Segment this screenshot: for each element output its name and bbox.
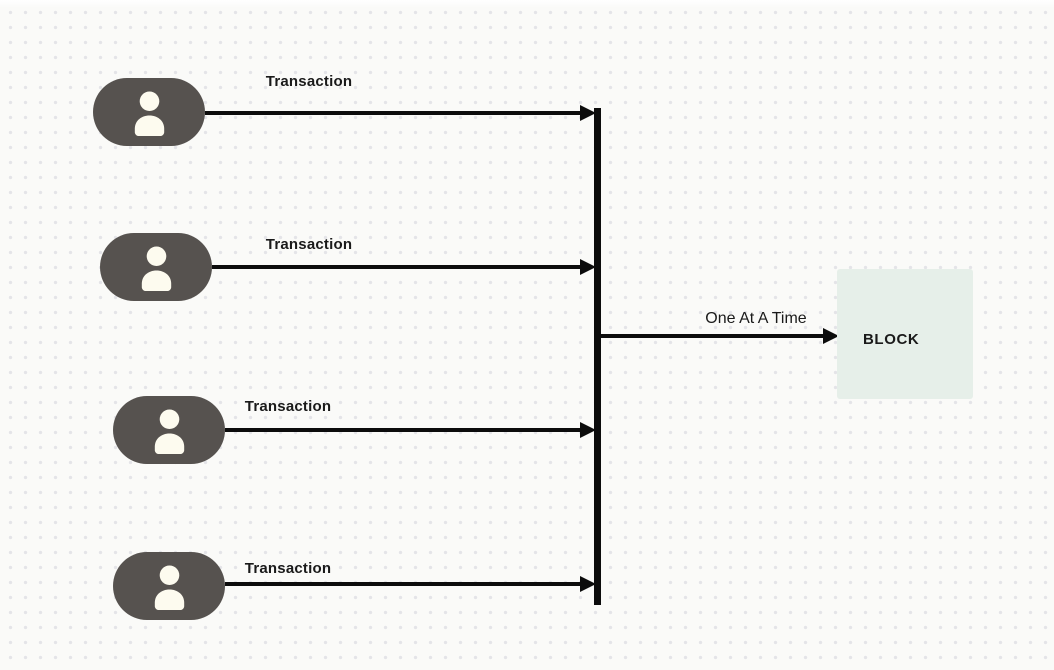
transaction-arrow-line bbox=[212, 265, 580, 269]
collector-bar bbox=[594, 108, 601, 605]
transaction-arrowhead-icon bbox=[580, 576, 596, 592]
user-node bbox=[93, 78, 205, 146]
user-node bbox=[100, 233, 212, 301]
transaction-label: Transaction bbox=[244, 560, 332, 577]
transaction-label: Transaction bbox=[244, 398, 332, 415]
transaction-arrowhead-icon bbox=[580, 422, 596, 438]
user-icon bbox=[134, 90, 164, 136]
transaction-arrowhead-icon bbox=[580, 105, 596, 121]
user-node bbox=[113, 552, 225, 620]
user-icon bbox=[154, 564, 184, 610]
merge-arrow-line bbox=[601, 334, 823, 338]
block-label: BLOCK bbox=[863, 331, 920, 348]
merge-arrow-label: One At A Time bbox=[705, 310, 807, 327]
user-icon bbox=[154, 408, 184, 454]
transaction-arrowhead-icon bbox=[580, 259, 596, 275]
merge-arrowhead-icon bbox=[823, 328, 839, 344]
top-edge-fade bbox=[0, 0, 1054, 8]
transaction-arrow-line bbox=[225, 428, 580, 432]
transaction-arrow-line bbox=[225, 582, 580, 586]
block-node: BLOCK bbox=[837, 269, 973, 399]
transaction-arrow-line bbox=[205, 111, 580, 115]
transaction-label: Transaction bbox=[265, 236, 353, 253]
user-node bbox=[113, 396, 225, 464]
transaction-label: Transaction bbox=[265, 73, 353, 90]
user-icon bbox=[141, 245, 171, 291]
